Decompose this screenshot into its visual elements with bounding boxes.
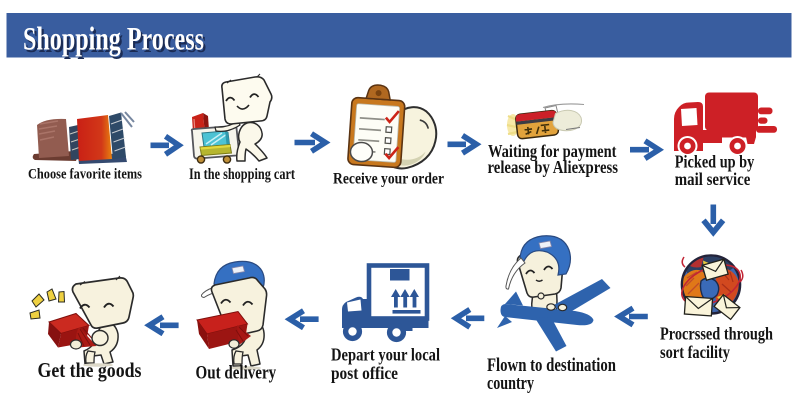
svg-text:Depart your local: Depart your local	[331, 345, 440, 365]
svg-text:Flown to destination: Flown to destination	[487, 355, 616, 376]
svg-text:release by Aliexpress: release by Aliexpress	[488, 157, 619, 177]
svg-text:Receive your order: Receive your order	[333, 170, 444, 187]
svg-text:Waiting for payment: Waiting for payment	[488, 141, 617, 161]
svg-text:Choose favorite items: Choose favorite items	[28, 166, 142, 182]
svg-text:Shopping Process: Shopping Process	[25, 24, 206, 60]
svg-text:Get the goods: Get the goods	[38, 358, 142, 382]
svg-text:Procrssed through: Procrssed through	[660, 323, 773, 343]
svg-text:mail service: mail service	[675, 169, 751, 189]
svg-text:sort facility: sort facility	[660, 342, 730, 362]
svg-text:In the shopping cart: In the shopping cart	[189, 165, 295, 183]
svg-text:Shopping Process: Shopping Process	[23, 21, 204, 57]
svg-text:Picked up by: Picked up by	[675, 152, 755, 172]
svg-text:Out delivery: Out delivery	[196, 362, 277, 383]
svg-text:country: country	[487, 373, 534, 394]
svg-text:post office: post office	[331, 363, 398, 383]
